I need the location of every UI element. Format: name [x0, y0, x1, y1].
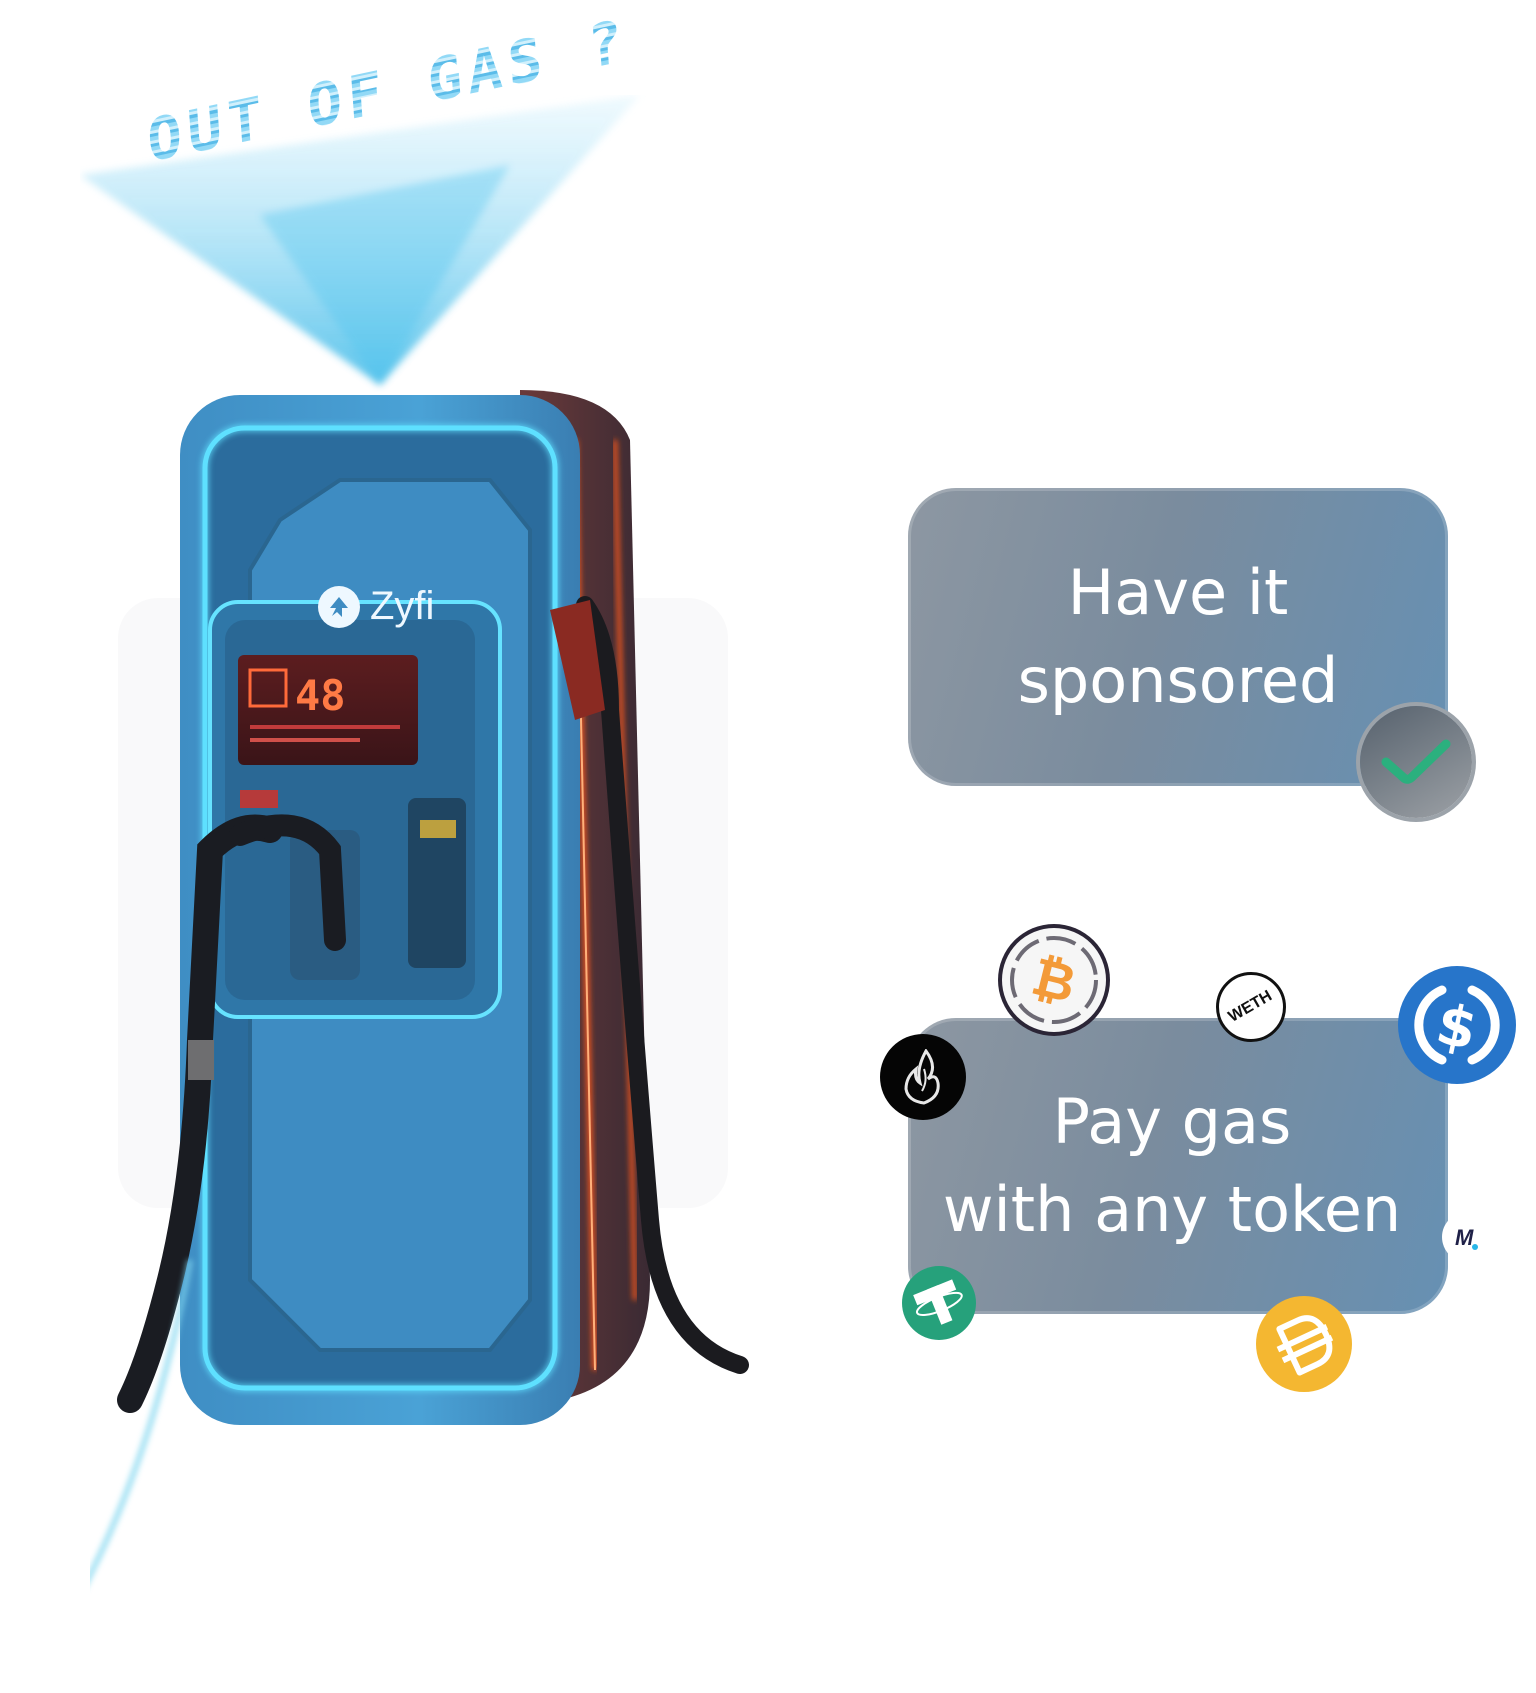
pump-brand: Zyfi	[318, 584, 434, 629]
usdc-icon: $	[1398, 966, 1516, 1084]
sponsored-line-2: sponsored	[1017, 644, 1339, 717]
zyfi-logo-icon	[318, 585, 360, 628]
flame-icon	[880, 1034, 966, 1120]
svg-text:₿: ₿	[1026, 947, 1082, 1015]
hologram-beam	[80, 95, 640, 385]
gas-pump-illustration: 48	[90, 390, 749, 1582]
check-icon	[1360, 706, 1472, 818]
sponsored-option-card[interactable]: Have it sponsored	[908, 488, 1448, 786]
any-token-option-card[interactable]: Pay gas with any token	[908, 1018, 1448, 1314]
weth-icon: WETH	[1216, 972, 1286, 1042]
tether-icon	[902, 1266, 976, 1340]
dai-icon	[1256, 1296, 1352, 1392]
sponsored-line-1: Have it	[1067, 556, 1289, 629]
svg-text:$: $	[1431, 992, 1483, 1064]
svg-text:M: M	[1455, 1225, 1474, 1250]
any-token-line-1: Pay gas	[1052, 1085, 1292, 1158]
bitcoin-icon: ₿	[1002, 928, 1106, 1032]
m-token-icon: M	[1442, 1212, 1492, 1262]
pump-brand-name: Zyfi	[370, 584, 435, 628]
pump-display-digits: 48	[295, 671, 346, 720]
any-token-line-2: with any token	[942, 1173, 1402, 1246]
